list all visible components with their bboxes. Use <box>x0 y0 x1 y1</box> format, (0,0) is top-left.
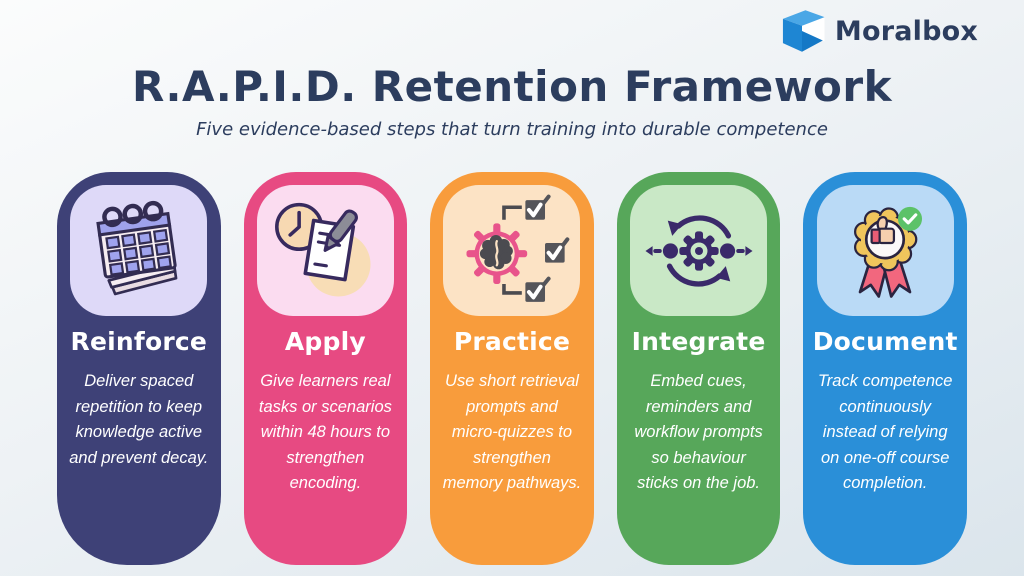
card-reinforce: Reinforce Deliver spaced repetition to k… <box>57 172 221 565</box>
checkbox-middle <box>544 236 570 263</box>
framework-cards: Reinforce Deliver spaced repetition to k… <box>57 172 967 565</box>
card-apply: Apply Give learners real tasks or scenar… <box>243 172 408 565</box>
workflow-gear-arrows-icon <box>645 214 753 287</box>
reinforce-icon-tile <box>70 185 208 316</box>
card-description: Track competence continuously instead of… <box>817 372 953 493</box>
award-badge-thumbs-up-icon <box>854 206 923 298</box>
page-header: R.A.P.I.D. Retention Framework Five evid… <box>0 62 1024 141</box>
card-title: Document <box>812 327 958 356</box>
brain-gear-checklist-icon <box>466 194 570 302</box>
card-description: Embed cues, reminders and workflow promp… <box>634 372 763 493</box>
brand-name: Moralbox <box>834 15 978 47</box>
card-description: Deliver spaced repetition to keep knowle… <box>69 372 209 467</box>
card-integrate: Integrate Embed cues, reminders and work… <box>616 172 781 565</box>
page-subtitle: Five evidence-based steps that turn trai… <box>196 119 828 141</box>
calendar-icon <box>96 200 178 295</box>
card-title: Practice <box>453 327 571 356</box>
card-title: Reinforce <box>70 327 208 356</box>
moralbox-logo: Moralbox <box>776 6 978 56</box>
notepad-clock-pen-icon <box>275 202 371 297</box>
checkbox-bottom <box>525 276 551 302</box>
card-title: Integrate <box>631 327 766 356</box>
practice-icon-tile <box>443 185 581 316</box>
apply-icon-tile <box>256 185 394 316</box>
page-title: R.A.P.I.D. Retention Framework <box>131 62 893 111</box>
card-description: Use short retrieval prompts and micro-qu… <box>442 372 582 493</box>
card-document: Document Track competence continuously i… <box>803 172 967 565</box>
integrate-icon-tile <box>630 185 768 316</box>
card-description: Give learners real tasks or scenarios wi… <box>258 372 392 493</box>
document-icon-tile <box>816 185 954 316</box>
card-practice: Practice Use short retrieval prompts and… <box>430 172 594 565</box>
card-title: Apply <box>284 327 366 356</box>
checkbox-top <box>525 194 551 220</box>
moralbox-box-icon <box>782 10 825 52</box>
